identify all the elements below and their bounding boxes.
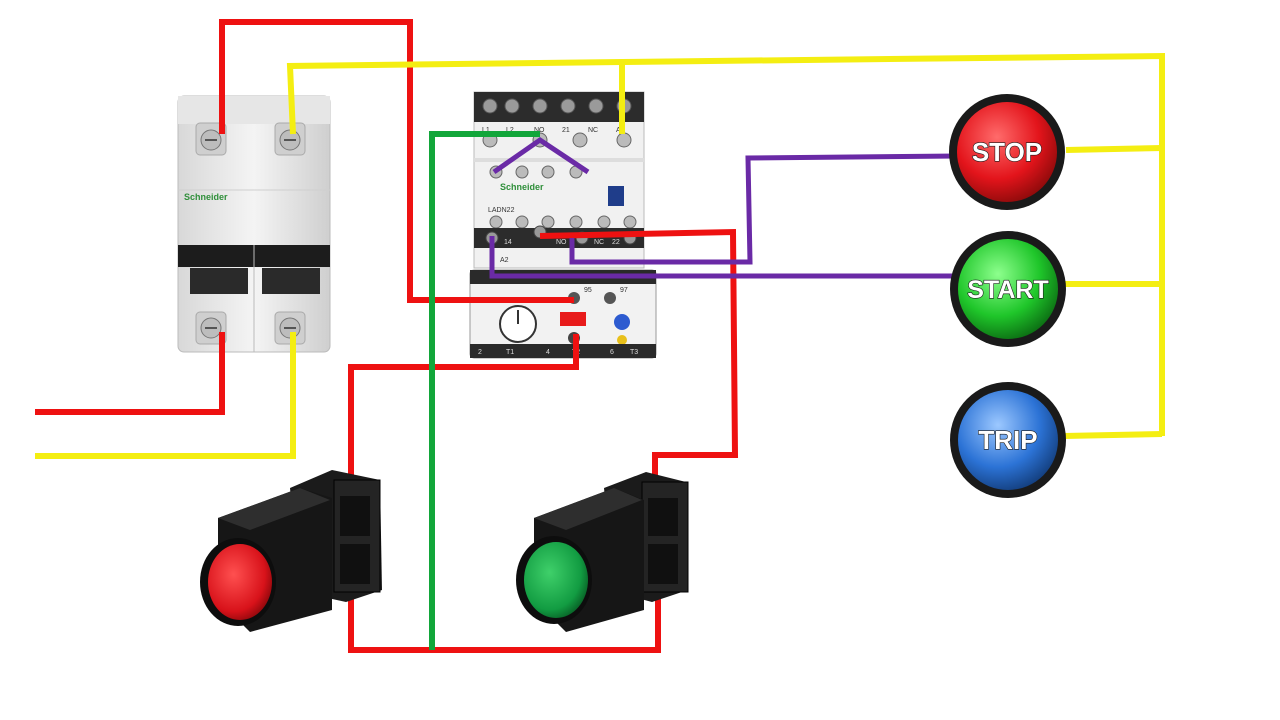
trip-lamp: TRIP bbox=[950, 382, 1066, 498]
red-wire-to-stop-pb bbox=[348, 334, 579, 490]
contactor-adjust-dial bbox=[608, 186, 624, 206]
stop-lamp: STOP bbox=[949, 94, 1065, 210]
terminal-label-nc: NC bbox=[588, 127, 598, 134]
start-pushbutton bbox=[516, 472, 689, 632]
contactor: L1 L2 NO 21 NC A1 Schneider LADN22 14 NO… bbox=[473, 91, 645, 269]
terminal-label-no: NO bbox=[534, 127, 545, 134]
start-pushbutton-cap bbox=[524, 542, 588, 618]
stop-pushbutton bbox=[200, 470, 382, 632]
yellow-wire-supply bbox=[35, 332, 296, 459]
yellow-wire-stop-lamp bbox=[1065, 145, 1163, 153]
terminal-label-a2: A2 bbox=[500, 257, 509, 264]
terminal-label-t3: 6 bbox=[610, 349, 614, 356]
trip-lamp-label: TRIP bbox=[978, 425, 1037, 455]
contactor-brand: Schneider bbox=[500, 182, 544, 192]
purple-wire-bridge bbox=[492, 136, 590, 175]
terminal-label-t1b: T1 bbox=[506, 349, 514, 356]
terminal-label-no-2: NO bbox=[556, 239, 567, 246]
terminal-label-22: 22 bbox=[612, 239, 620, 246]
start-lamp: START bbox=[950, 231, 1066, 347]
terminal-label-95: 95 bbox=[584, 287, 592, 294]
terminal-label-nc-2: NC bbox=[594, 239, 604, 246]
stop-pushbutton-cap bbox=[208, 544, 272, 620]
breaker-toggle-2 bbox=[262, 268, 320, 294]
contactor-model: LADN22 bbox=[488, 207, 515, 214]
terminal-label-14: 14 bbox=[504, 239, 512, 246]
terminal-label-t1: 2 bbox=[478, 349, 482, 356]
overload-relay: 95 97 2 T1 4 T2 6 T3 bbox=[469, 269, 657, 359]
wires bbox=[35, 19, 1165, 653]
yellow-wire-trip-lamp bbox=[1063, 431, 1163, 439]
red-wire-supply bbox=[35, 332, 225, 415]
purple-wire-start-lamp bbox=[489, 236, 958, 279]
red-wire-phase bbox=[219, 19, 574, 303]
test-button bbox=[560, 312, 586, 326]
terminal-label-t2: 4 bbox=[546, 349, 550, 356]
start-lamp-label: START bbox=[967, 276, 1048, 304]
purple-wire-stop-lamp bbox=[569, 153, 959, 265]
breaker-toggle-1 bbox=[190, 268, 248, 294]
terminal-label-t3b: T3 bbox=[630, 349, 638, 356]
red-wire-to-contactor bbox=[539, 228, 739, 490]
green-wire bbox=[429, 131, 540, 650]
red-wire-bridge bbox=[348, 592, 661, 653]
stop-lamp-label: STOP bbox=[972, 137, 1042, 167]
breaker-brand: Schneider bbox=[184, 192, 228, 202]
reset-button bbox=[614, 314, 630, 330]
circuit-breaker: Schneider bbox=[177, 95, 331, 353]
terminal-label-97: 97 bbox=[620, 287, 628, 294]
terminal-label-21: 21 bbox=[562, 127, 570, 134]
terminal-label-l2: L2 bbox=[506, 127, 514, 134]
terminal-label-l1: L1 bbox=[482, 127, 490, 134]
